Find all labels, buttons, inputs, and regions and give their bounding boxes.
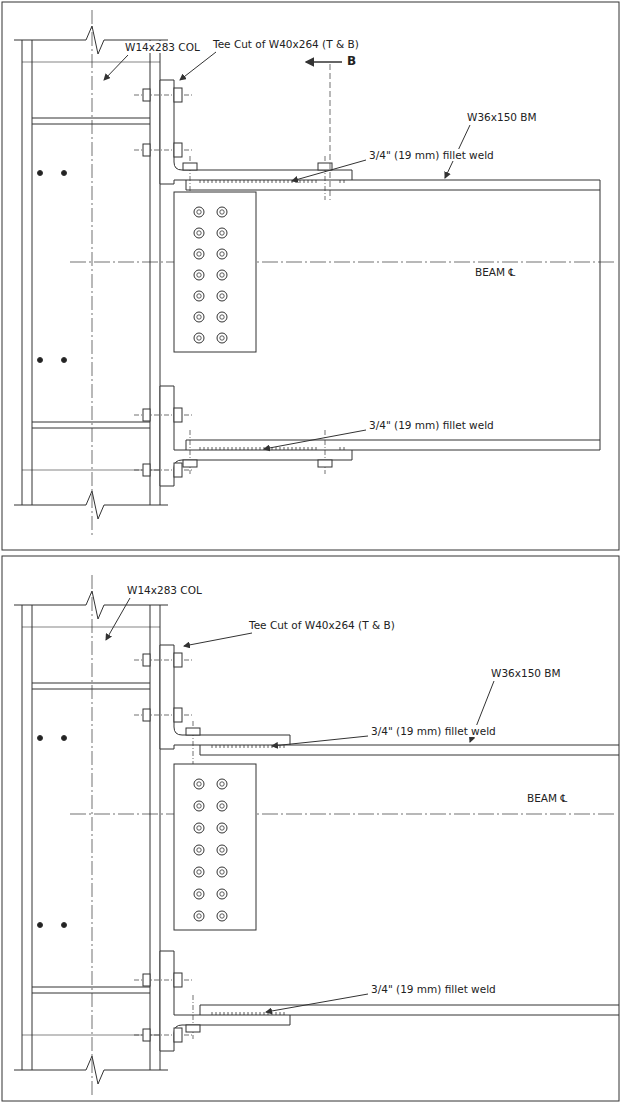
- weld-note: 3/4" (19 mm) fillet weld: [370, 725, 497, 737]
- member-label: W14x283 COL: [124, 41, 201, 53]
- centerline-label: BEAM ℄: [526, 792, 568, 804]
- member-label: W36x150 BM: [466, 111, 538, 123]
- member-label: Tee Cut of W40x264 (T & B): [248, 619, 396, 631]
- section-mark: B: [346, 55, 357, 67]
- weld-note: 3/4" (19 mm) fillet weld: [370, 983, 497, 995]
- member-label: Tee Cut of W40x264 (T & B): [212, 38, 360, 50]
- member-label: W14x283 COL: [126, 584, 203, 596]
- centerline-label: BEAM ℄: [474, 266, 516, 278]
- weld-note: 3/4" (19 mm) fillet weld: [368, 419, 495, 431]
- member-label: W36x150 BM: [490, 667, 562, 679]
- weld-note: 3/4" (19 mm) fillet weld: [368, 149, 495, 161]
